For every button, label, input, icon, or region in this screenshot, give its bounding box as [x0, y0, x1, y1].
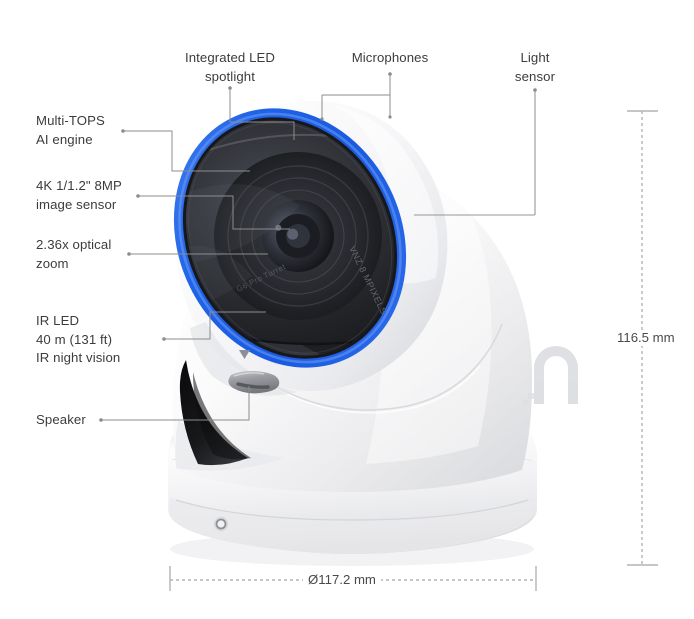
led-status-ring [173, 108, 407, 368]
leader-integrated-led-spotlight [228, 86, 295, 140]
alignment-triangle-mark [239, 350, 250, 359]
callout-optical-zoom: 2.36x optical zoom [36, 237, 112, 271]
callout-light-sensor: Light sensor [514, 50, 556, 84]
base-screw [213, 516, 229, 532]
callout-speaker: Speaker [36, 412, 86, 427]
speaker-grille [228, 371, 280, 394]
dimension-height-label: 116.5 mm [612, 330, 680, 346]
head-recess-shadow [179, 360, 251, 466]
leader-optical-zoom [127, 252, 268, 256]
dimension-height [627, 110, 658, 566]
leader-microphones [320, 72, 392, 121]
leader-light-sensor [533, 88, 537, 215]
callout-multi-tops-ai-engine: Multi-TOPS AI engine [36, 113, 105, 147]
callout-microphones: Microphones [351, 50, 429, 65]
dimension-diameter-label: Ø117.2 mm [303, 572, 381, 588]
callout-image-sensor: 4K 1/1.2" 8MP image sensor [36, 178, 122, 212]
leader-multi-tops-ai-engine [121, 129, 250, 172]
leader-speaker [99, 386, 250, 422]
leader-image-sensor [136, 194, 290, 230]
callout-ir-led: IR LED 40 m (131 ft) IR night vision [36, 313, 121, 365]
leader-ir-led [162, 311, 266, 341]
callout-integrated-led-spotlight: Integrated LED spotlight [184, 50, 276, 84]
unifi-logo [523, 346, 578, 405]
